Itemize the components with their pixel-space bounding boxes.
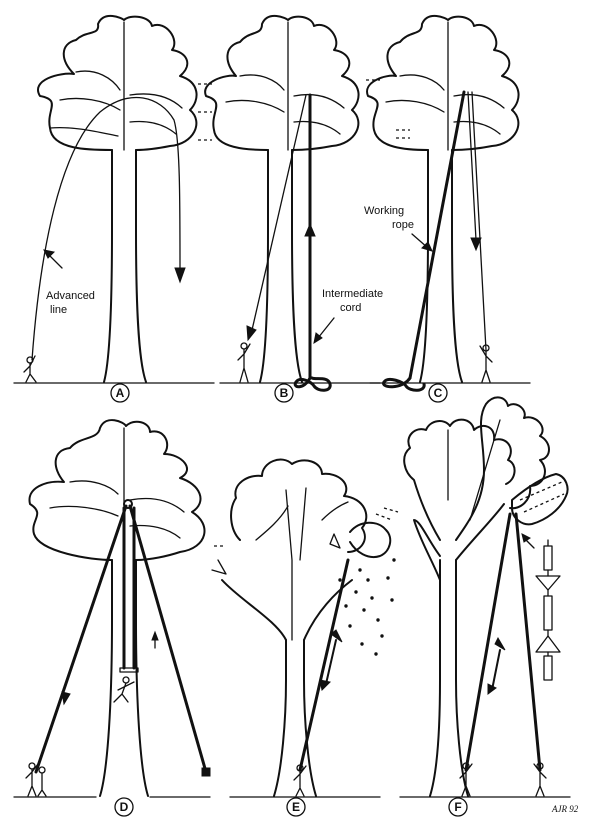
panel-f-trunk bbox=[429, 559, 469, 797]
panel-e: E bbox=[211, 458, 399, 817]
panel-c: Working rope C bbox=[364, 15, 531, 403]
panel-d: D bbox=[13, 419, 211, 817]
panel-f-crown bbox=[403, 418, 516, 541]
panel-letter-c: C bbox=[434, 386, 443, 400]
panel-d-trunk bbox=[99, 559, 149, 797]
panel-e-falling-section bbox=[349, 521, 392, 558]
panel-letter-a: A bbox=[116, 386, 125, 400]
panel-a: Advanced line A bbox=[13, 15, 215, 403]
panel-a-label-advanced-line-1: Advanced bbox=[46, 290, 95, 302]
panel-d-climber-line bbox=[122, 506, 136, 670]
panel-b-label-intermediate-cord-2: cord bbox=[340, 302, 361, 314]
panel-e-rope bbox=[298, 558, 350, 772]
panel-letter-e: E bbox=[292, 800, 300, 814]
panel-b: Intermediate cord B bbox=[198, 15, 383, 403]
panel-a-person bbox=[23, 355, 37, 383]
panel-letter-f: F bbox=[454, 800, 461, 814]
artist-signature: AJR 92 bbox=[551, 804, 579, 814]
panel-d-crown bbox=[28, 419, 206, 561]
panel-b-trunk bbox=[259, 149, 303, 383]
panel-a-advanced-line bbox=[31, 96, 181, 361]
panel-f-right-rope bbox=[514, 512, 542, 772]
panel-e-person bbox=[293, 764, 307, 797]
panel-c-person bbox=[479, 344, 493, 383]
panel-c-label-working-rope-2: rope bbox=[392, 219, 414, 231]
panel-d-right-rope bbox=[128, 504, 208, 774]
panel-c-working-rope bbox=[408, 90, 466, 380]
panel-e-debris bbox=[338, 558, 396, 656]
panel-b-person bbox=[237, 342, 251, 383]
panel-f-person-right bbox=[533, 762, 547, 797]
panel-d-left-rope bbox=[34, 504, 128, 774]
panel-b-return-line bbox=[251, 94, 307, 331]
panel-c-trunk bbox=[419, 149, 463, 383]
panel-c-return-line bbox=[467, 91, 487, 351]
panel-f: F AJR 92 bbox=[399, 396, 579, 817]
panel-f-cut-section bbox=[511, 473, 569, 526]
panel-e-trunk bbox=[273, 639, 317, 797]
panel-c-crown bbox=[366, 15, 520, 151]
panel-letter-b: B bbox=[280, 386, 289, 400]
panel-b-label-intermediate-cord-1: Intermediate bbox=[322, 288, 383, 300]
panel-b-crown bbox=[204, 15, 360, 151]
panel-f-person-left bbox=[459, 762, 473, 797]
panel-a-trunk bbox=[103, 149, 147, 383]
panel-f-left-rope bbox=[464, 512, 512, 772]
panel-d-ground-person bbox=[25, 762, 47, 797]
panel-a-label-advanced-line-2: line bbox=[50, 304, 67, 316]
panel-f-rigging-hardware bbox=[535, 539, 561, 681]
panel-a-crown bbox=[37, 15, 198, 151]
panel-e-crown bbox=[230, 458, 368, 553]
panel-c-label-working-rope-1: Working bbox=[364, 205, 404, 217]
panel-letter-d: D bbox=[120, 800, 129, 814]
panel-d-climber bbox=[113, 676, 135, 703]
